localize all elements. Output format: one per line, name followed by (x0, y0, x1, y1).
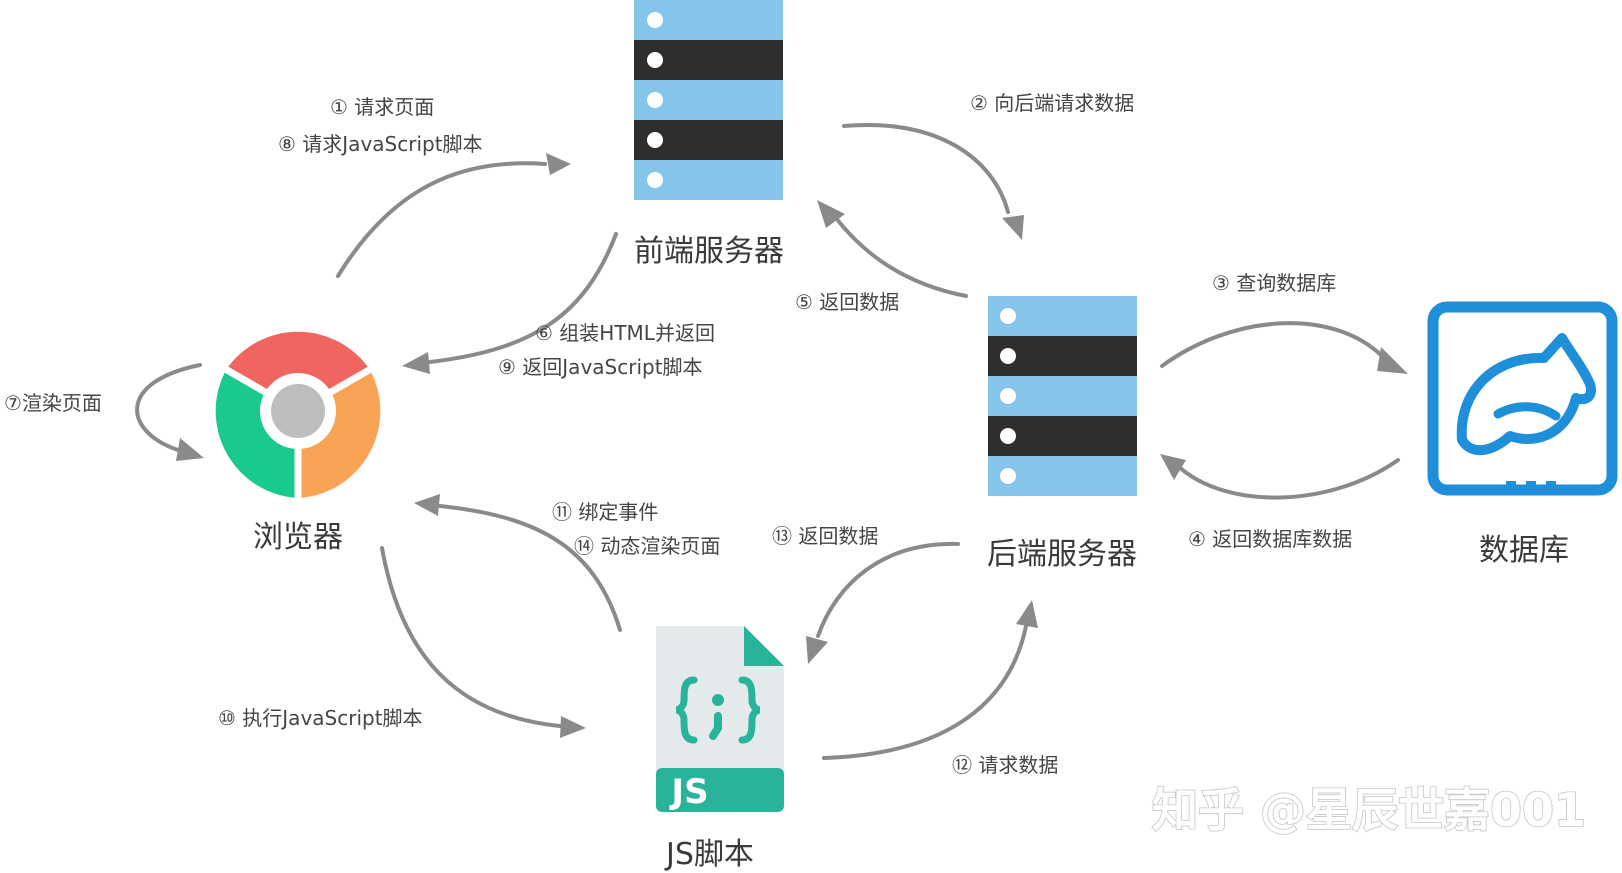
chrome-browser-icon (215, 331, 381, 498)
edge-label-backend-to-frontend: ⑤ 返回数据 (795, 290, 899, 314)
arrow-browser-to-frontend (336, 153, 571, 278)
js-script-node: JS JS脚本 (656, 626, 784, 872)
edge-label-backend-to-js: ⑬ 返回数据 (772, 524, 878, 548)
arrow-backend-to-js (806, 541, 960, 664)
watermark: 知乎 @星辰世嘉001 (1152, 783, 1586, 837)
edge-label-browser-to-frontend-2: ⑧ 请求JavaScript脚本 (278, 132, 483, 156)
frontend-server-label: 前端服务器 (634, 234, 784, 269)
browser-node: 浏览器 (215, 331, 381, 555)
arrow-browser-to-js (380, 546, 586, 738)
server-rack-icon (634, 0, 783, 200)
edge-label-backend-to-database: ③ 查询数据库 (1212, 271, 1336, 295)
edge-label-js-to-browser-1: ⑪ 绑定事件 (552, 500, 658, 524)
edge-label-browser-self: ⑦渲染页面 (4, 391, 102, 415)
backend-server-node: 后端服务器 (987, 296, 1137, 572)
arrow-backend-to-frontend (817, 200, 968, 298)
mysql-dolphin-icon (1427, 301, 1618, 496)
js-script-label: JS脚本 (664, 837, 754, 872)
frontend-server-node: 前端服务器 (634, 0, 784, 269)
arrow-frontend-to-browser (402, 232, 618, 374)
browser-label: 浏览器 (253, 520, 343, 555)
arrow-frontend-to-backend (842, 123, 1024, 240)
edge-label-js-to-browser-2: ⑭ 动态渲染页面 (574, 534, 720, 558)
arrow-database-to-backend (1160, 454, 1400, 500)
js-file-badge: JS (669, 772, 708, 812)
server-rack-icon (988, 296, 1137, 496)
database-node: 数据库 (1427, 301, 1618, 568)
edge-label-frontend-to-browser-2: ⑨ 返回JavaScript脚本 (498, 355, 703, 379)
edge-label-database-to-backend: ④ 返回数据库数据 (1188, 527, 1352, 551)
database-label: 数据库 (1479, 533, 1569, 568)
edge-label-js-to-backend: ⑫ 请求数据 (952, 753, 1058, 777)
arrow-js-to-browser (414, 494, 622, 632)
edge-label-browser-to-js: ⑩ 执行JavaScript脚本 (218, 706, 423, 730)
arrow-js-to-backend (822, 600, 1038, 760)
edge-label-browser-to-frontend-1: ① 请求页面 (330, 95, 434, 119)
arrow-backend-to-database (1160, 321, 1408, 374)
edge-label-frontend-to-browser-1: ⑥ 组装HTML并返回 (535, 321, 715, 345)
arrow-browser-self (135, 363, 204, 461)
backend-server-label: 后端服务器 (987, 537, 1137, 572)
edge-label-frontend-to-backend: ② 向后端请求数据 (970, 91, 1134, 115)
js-file-icon: JS (656, 626, 784, 812)
